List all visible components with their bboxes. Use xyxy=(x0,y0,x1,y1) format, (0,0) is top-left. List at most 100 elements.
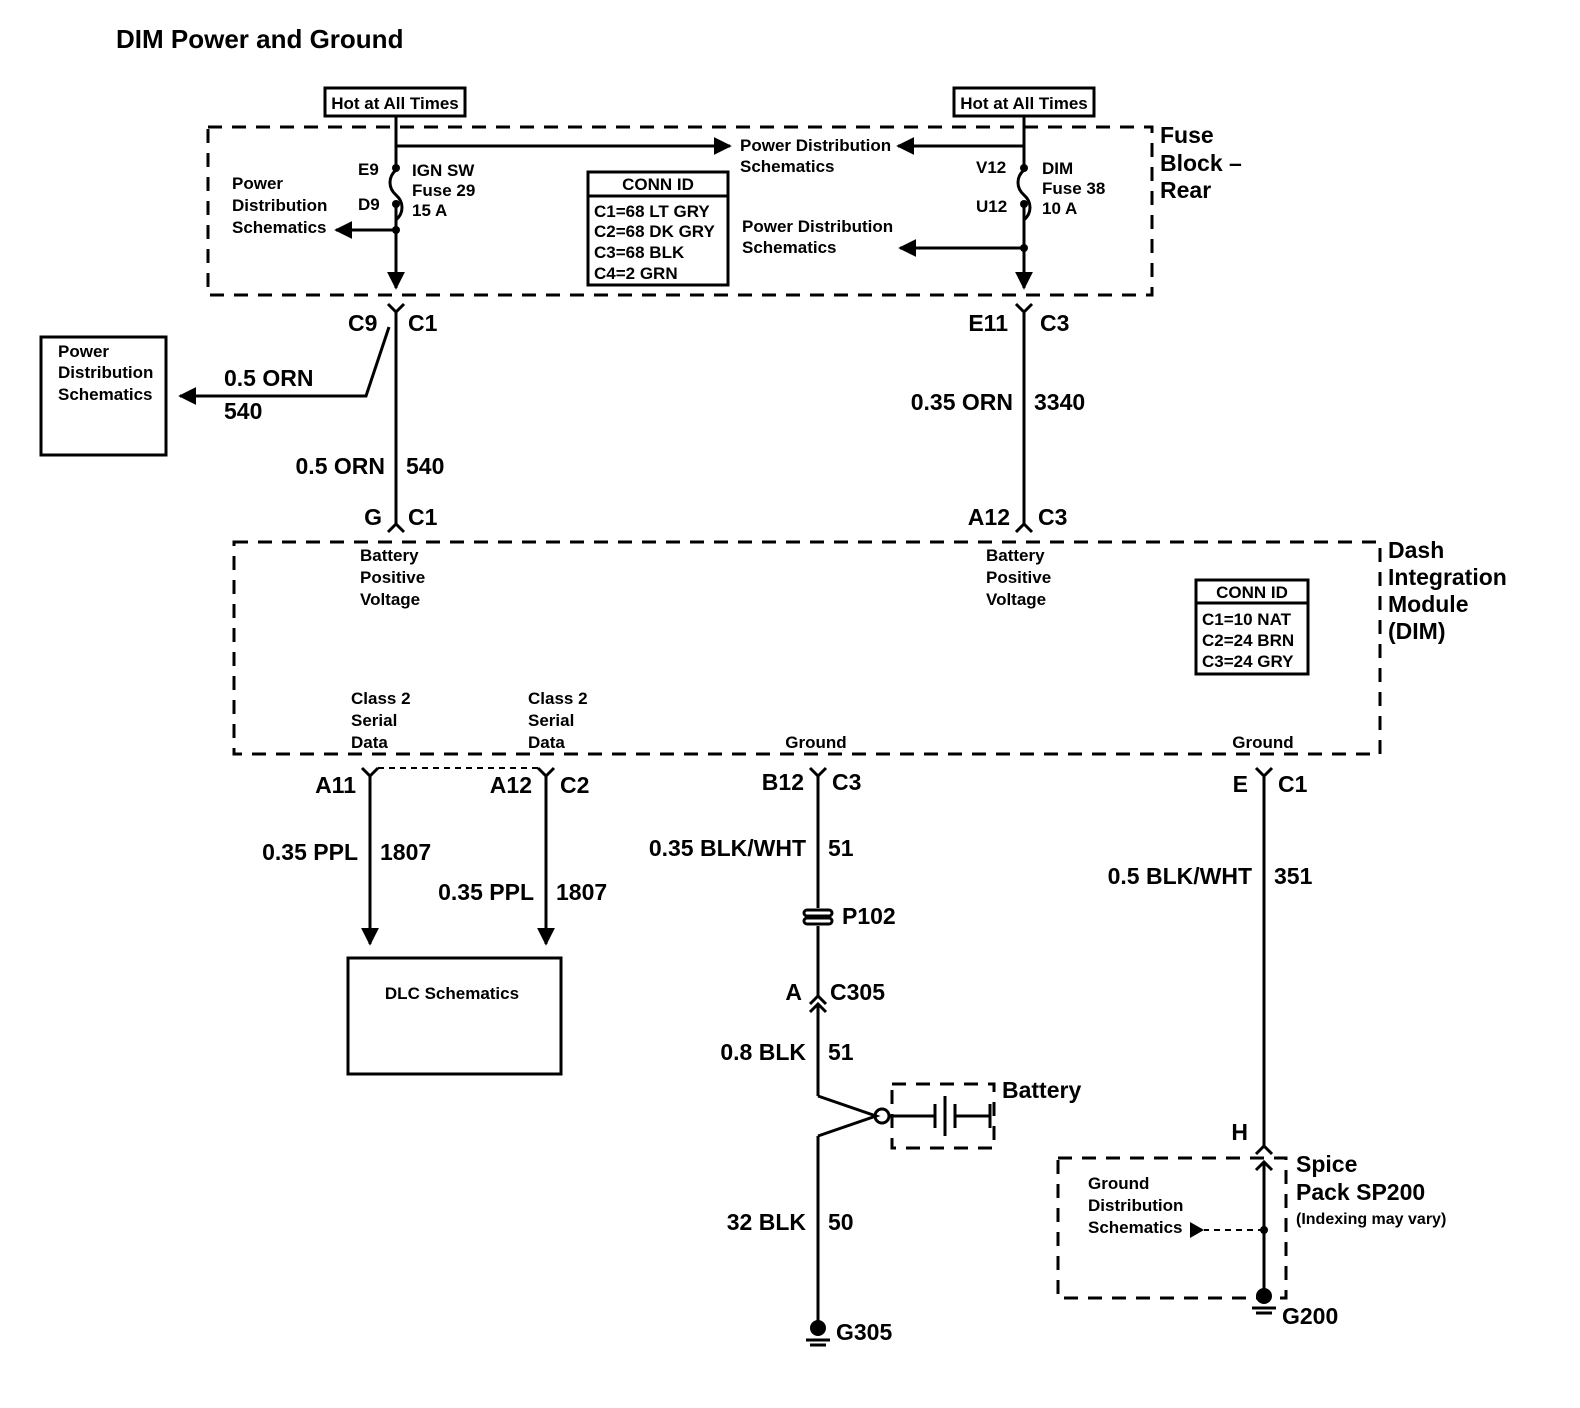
svg-text:Battery: Battery xyxy=(986,546,1045,565)
svg-text:C1=68 LT GRY: C1=68 LT GRY xyxy=(594,202,710,221)
svg-text:Module: Module xyxy=(1388,591,1469,617)
svg-text:(DIM): (DIM) xyxy=(1388,618,1445,644)
g305-wire-circuit: 50 xyxy=(828,1209,854,1235)
diagram-title: DIM Power and Ground xyxy=(116,24,403,54)
svg-text:Schematics: Schematics xyxy=(742,238,837,257)
dim-conn-id: CONN ID C1=10 NAT C2=24 BRN C3=24 GRY xyxy=(1194,578,1310,676)
pin-c305: C305 xyxy=(830,979,885,1005)
svg-text:Schematics: Schematics xyxy=(232,218,327,237)
bpv-label-left: Battery Positive Voltage xyxy=(360,546,425,609)
fuse-block-outline xyxy=(206,125,1154,297)
branch-wire-circuit: 540 xyxy=(224,398,262,424)
hot-at-all-times-right: Hot at All Times xyxy=(952,86,1096,118)
svg-text:Voltage: Voltage xyxy=(986,590,1046,609)
battery-symbol xyxy=(889,1096,992,1136)
svg-text:C2=68 DK GRY: C2=68 DK GRY xyxy=(594,222,715,241)
fuse-38-symbol xyxy=(1016,168,1032,222)
svg-text:DIM: DIM xyxy=(1042,159,1073,178)
svg-text:Ground: Ground xyxy=(1088,1174,1149,1193)
gds-arrow xyxy=(1190,1222,1204,1238)
svg-text:CONN ID: CONN ID xyxy=(622,175,694,194)
pin-c1-bottom: C1 xyxy=(1278,771,1308,797)
svg-text:Schematics: Schematics xyxy=(1088,1218,1183,1237)
svg-text:Power Distribution: Power Distribution xyxy=(740,136,891,155)
ground-label-center: Ground xyxy=(785,733,846,752)
g200-label: G200 xyxy=(1282,1303,1338,1329)
right-wire-circuit: 3340 xyxy=(1034,389,1085,415)
class2-label-right: Class 2 Serial Data xyxy=(528,689,588,752)
svg-text:C3=68 BLK: C3=68 BLK xyxy=(594,243,685,262)
pds-label-fuse-left: Power Distribution Schematics xyxy=(232,174,327,237)
svg-text:C3=24 GRY: C3=24 GRY xyxy=(1202,652,1294,671)
fuse-block-conn-id: CONN ID C1=68 LT GRY C2=68 DK GRY C3=68 … xyxy=(586,170,730,287)
e-wire-circuit: 351 xyxy=(1274,863,1313,889)
fuse-38-label: DIM Fuse 38 10 A xyxy=(1042,159,1105,218)
pin-c1-dim: C1 xyxy=(408,504,438,530)
svg-text:Hot at All Times: Hot at All Times xyxy=(960,94,1088,113)
svg-text:15 A: 15 A xyxy=(412,201,447,220)
svg-text:Voltage: Voltage xyxy=(360,590,420,609)
ground-g305-symbol xyxy=(806,1320,830,1347)
dim-label: Dash Integration Module (DIM) xyxy=(1388,537,1507,644)
splice-pack-outline xyxy=(1056,1156,1288,1300)
a12-wire-gauge: 0.35 PPL xyxy=(438,879,534,905)
battery-label: Battery xyxy=(1002,1077,1081,1103)
svg-text:Schematics: Schematics xyxy=(58,385,153,404)
pin-v12: V12 xyxy=(976,158,1006,177)
hot-at-all-times-left: Hot at All Times xyxy=(323,86,467,118)
pin-g: G xyxy=(364,504,382,530)
pin-a12-bottom: A12 xyxy=(490,772,532,798)
svg-text:Distribution: Distribution xyxy=(232,196,327,215)
c305-wire-circuit: 51 xyxy=(828,1039,854,1065)
c305-wire-gauge: 0.8 BLK xyxy=(720,1039,806,1065)
svg-text:Distribution: Distribution xyxy=(1088,1196,1183,1215)
pin-a12-top: A12 xyxy=(968,504,1010,530)
svg-text:C4=2 GRN: C4=2 GRN xyxy=(594,264,678,283)
dlc-schematics-box: DLC Schematics xyxy=(346,956,563,1076)
svg-text:Block –: Block – xyxy=(1160,150,1242,176)
dim-outline xyxy=(232,540,1382,756)
ground-g200-symbol xyxy=(1252,1288,1276,1315)
svg-text:DLC Schematics: DLC Schematics xyxy=(385,984,519,1003)
pin-u12: U12 xyxy=(976,197,1007,216)
g305-label: G305 xyxy=(836,1319,892,1345)
a11-wire-gauge: 0.35 PPL xyxy=(262,839,358,865)
svg-text:Fuse 29: Fuse 29 xyxy=(412,181,475,200)
pin-c2: C2 xyxy=(560,772,589,798)
svg-text:Data: Data xyxy=(351,733,388,752)
svg-text:CONN ID: CONN ID xyxy=(1216,583,1288,602)
fuse-block-label: Fuse Block – Rear xyxy=(1160,122,1242,203)
pds-label-center-top: Power Distribution Schematics xyxy=(740,136,891,176)
bpv-label-right: Battery Positive Voltage xyxy=(986,546,1051,609)
pin-e: E xyxy=(1233,771,1248,797)
a11-wire-circuit: 1807 xyxy=(380,839,431,865)
svg-text:Dash: Dash xyxy=(1388,537,1444,563)
svg-text:Hot at All Times: Hot at All Times xyxy=(331,94,459,113)
svg-text:Class 2: Class 2 xyxy=(351,689,411,708)
svg-text:Positive: Positive xyxy=(986,568,1051,587)
splice-pack-label: Spice Pack SP200 (Indexing may vary) xyxy=(1296,1151,1446,1228)
svg-text:10 A: 10 A xyxy=(1042,199,1077,218)
svg-text:Positive: Positive xyxy=(360,568,425,587)
main-wire-circuit: 540 xyxy=(406,453,444,479)
svg-text:Power: Power xyxy=(232,174,283,193)
svg-text:Integration: Integration xyxy=(1388,564,1507,590)
svg-text:Fuse: Fuse xyxy=(1160,122,1214,148)
svg-text:Serial: Serial xyxy=(351,711,397,730)
pin-c3-dim: C3 xyxy=(1038,504,1067,530)
pin-a11: A11 xyxy=(315,772,356,798)
svg-text:Power: Power xyxy=(58,342,109,361)
branch-wire-gauge: 0.5 ORN xyxy=(224,365,313,391)
b12-wire-circuit: 51 xyxy=(828,835,854,861)
p102-label: P102 xyxy=(842,903,896,929)
e-wire-gauge: 0.5 BLK/WHT xyxy=(1108,863,1252,889)
svg-text:Data: Data xyxy=(528,733,565,752)
svg-text:Spice: Spice xyxy=(1296,1151,1357,1177)
fuse-29-label: IGN SW Fuse 29 15 A xyxy=(412,161,475,220)
svg-text:Power Distribution: Power Distribution xyxy=(742,217,893,236)
svg-text:Battery: Battery xyxy=(360,546,419,565)
svg-text:Pack SP200: Pack SP200 xyxy=(1296,1179,1425,1205)
pin-h: H xyxy=(1231,1119,1248,1145)
pin-b12: B12 xyxy=(762,769,804,795)
gds-label: Ground Distribution Schematics xyxy=(1088,1174,1183,1237)
